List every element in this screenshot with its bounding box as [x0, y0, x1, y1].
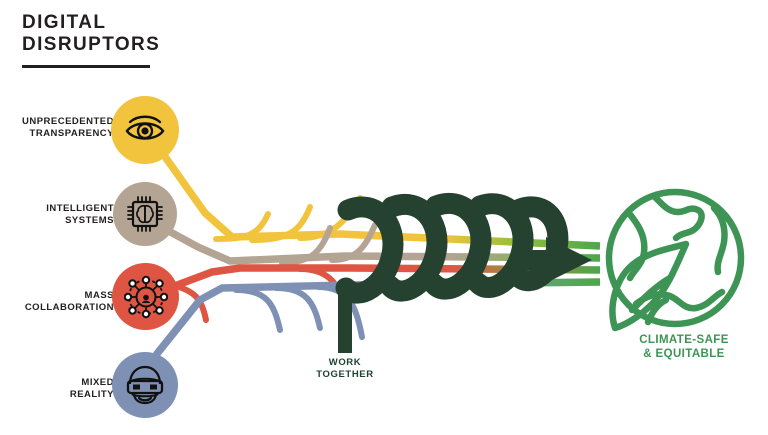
- globe-caption-line-2: & EQUITABLE: [643, 348, 725, 360]
- label-mass-collaboration: MASS COLLABORATION: [10, 290, 114, 314]
- label-line-1: INTELLIGENT: [46, 203, 114, 214]
- network-people-icon: [123, 275, 168, 318]
- node-mixed-reality[interactable]: [112, 352, 178, 418]
- work-together-caption: WORK TOGETHER: [300, 357, 390, 381]
- eye-icon: [125, 115, 165, 140]
- node-intelligent-systems[interactable]: [113, 182, 177, 246]
- label-line-1: UNPRECEDENTED: [21, 116, 114, 127]
- label-unprecedented-transparency: UNPRECEDENTED TRANSPARENCY: [10, 116, 114, 140]
- label-line-1: MIXED: [81, 377, 114, 388]
- title-underline-rule: [22, 65, 150, 68]
- label-line-1: MASS: [84, 290, 114, 301]
- helix-coil-icon: [335, 193, 569, 304]
- title-line-2: DISRUPTORS: [22, 34, 161, 55]
- page-title: DIGITAL DISRUPTORS: [22, 12, 160, 68]
- globe-leaf-icon: [605, 188, 745, 332]
- node-mass-collaboration[interactable]: [112, 263, 179, 330]
- work-caption-line-2: TOGETHER: [316, 369, 374, 380]
- forward-arrow-icon: [522, 237, 592, 283]
- vr-headset-face-icon: [126, 365, 164, 405]
- label-line-2: TRANSPARENCY: [29, 128, 114, 139]
- node-unprecedented-transparency[interactable]: [111, 96, 179, 164]
- work-together-bar: [338, 293, 352, 353]
- label-line-2: SYSTEMS: [65, 215, 114, 226]
- label-line-2: COLLABORATION: [24, 302, 114, 313]
- title-line-1: DIGITAL: [22, 12, 107, 33]
- brain-chip-icon: [127, 196, 163, 232]
- climate-safe-caption: CLIMATE-SAFE & EQUITABLE: [598, 333, 768, 361]
- label-mixed-reality: MIXED REALITY: [10, 377, 114, 401]
- work-caption-line-1: WORK: [328, 357, 362, 368]
- label-line-2: REALITY: [69, 389, 114, 400]
- globe-caption-line-1: CLIMATE-SAFE: [639, 334, 729, 346]
- label-intelligent-systems: INTELLIGENT SYSTEMS: [10, 203, 114, 227]
